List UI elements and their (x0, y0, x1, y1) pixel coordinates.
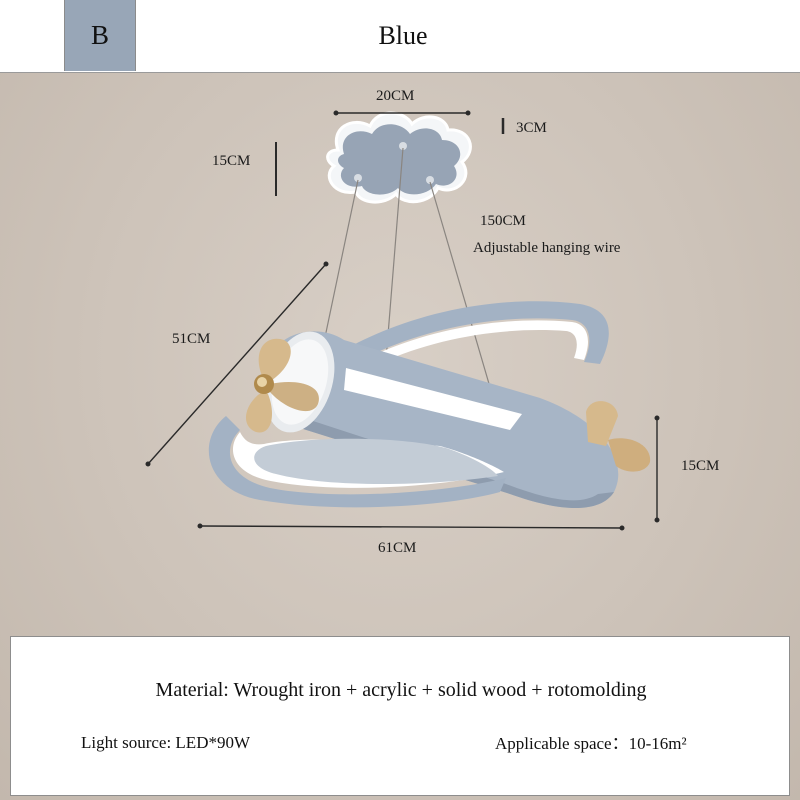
propeller (245, 338, 319, 433)
light-source-text: Light source: LED*90W (81, 733, 251, 752)
color-name: Blue (378, 20, 428, 50)
spec-panel: Material: Wrought iron + acrylic + solid… (10, 636, 790, 796)
header-bar: B Blue (0, 0, 800, 73)
canopy-screw-1 (399, 142, 407, 150)
lamp-illustration (145, 110, 660, 531)
fuselage (264, 331, 619, 508)
dim-canopy-width: 20CM (376, 88, 415, 104)
header-blank-cell (0, 0, 65, 71)
dim-canopy-thickness: 3CM (516, 120, 547, 136)
dim-canopy-depth: 15CM (212, 153, 251, 169)
wire-note: Adjustable hanging wire (473, 240, 621, 256)
tail-fin (586, 401, 651, 472)
dimension-lines (145, 110, 660, 531)
dim-fixture-height: 15CM (681, 458, 720, 474)
dim-ring-diameter: 51CM (172, 331, 211, 347)
variant-label: B (65, 0, 136, 71)
material-text: Material: Wrought iron + acrylic + solid… (155, 679, 647, 701)
canopy-cloud (326, 111, 472, 204)
canopy-screw-2 (354, 174, 362, 182)
dim-fixture-width: 61CM (378, 540, 417, 556)
canopy-screw-3 (426, 176, 434, 184)
applicable-space-text: Applicable space：10-16m² (495, 734, 687, 753)
ring-front (208, 416, 506, 508)
dim-wire-length: 150CM (480, 213, 526, 229)
